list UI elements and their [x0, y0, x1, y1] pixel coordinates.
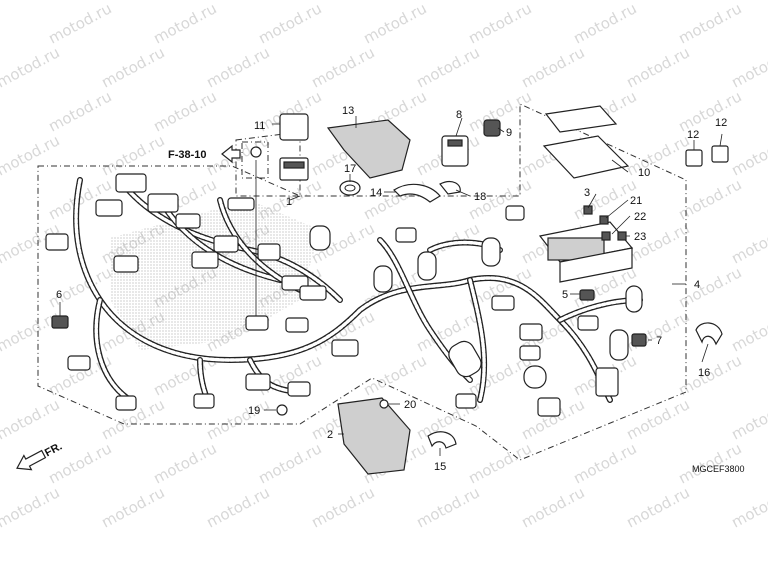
watermark-text: motod.ru	[623, 395, 692, 443]
leader-lines	[59, 116, 723, 456]
watermark-text: motod.ru	[98, 483, 167, 531]
callout-16: 16	[698, 367, 710, 379]
watermark-text: motod.ru	[0, 395, 63, 443]
watermark-text: motod.ru	[203, 483, 272, 531]
watermark-text: motod.ru	[413, 43, 482, 91]
callout-15: 15	[434, 461, 446, 473]
callout-9: 9	[506, 127, 512, 139]
watermark-text: motod.ru	[255, 0, 324, 48]
watermark-text: motod.ru	[465, 0, 534, 48]
watermark-text: motod.ru	[150, 439, 219, 487]
watermark-text: motod.ru	[360, 175, 429, 223]
watermark-text: motod.ru	[728, 131, 768, 179]
stipple-shading	[110, 200, 320, 350]
callout-12-left: 12	[687, 129, 699, 141]
watermark-text: motod.ru	[570, 0, 639, 48]
watermark-text: motod.ru	[255, 439, 324, 487]
callout-22: 22	[634, 211, 646, 223]
callout-10: 10	[638, 167, 650, 179]
page-reference: F-38-10	[168, 141, 269, 179]
callout-3: 3	[584, 187, 590, 199]
callout-18: 18	[474, 191, 486, 203]
watermark-text: motod.ru	[150, 87, 219, 135]
watermark-text: motod.ru	[675, 87, 744, 135]
watermark-text: motod.ru	[728, 395, 768, 443]
bottom-parts	[276, 397, 457, 475]
watermark-text: motod.ru	[623, 219, 692, 267]
page-reference-label: F-38-10	[168, 149, 207, 161]
watermark-text: motod.ru	[308, 43, 377, 91]
watermark-text: motod.ru	[728, 307, 768, 355]
side-parts	[51, 289, 647, 347]
watermark-text: motod.ru	[728, 483, 768, 531]
harness-connectors	[45, 173, 619, 417]
watermark-text: motod.ru	[0, 483, 63, 531]
watermark-text: motod.ru	[360, 351, 429, 399]
watermark-text: motod.ru	[150, 0, 219, 48]
callout-19: 19	[248, 405, 260, 417]
callout-13: 13	[342, 105, 354, 117]
clip-parts	[583, 205, 627, 241]
harness-assembly-frame	[37, 103, 687, 461]
watermark-text: motod.ru	[203, 43, 272, 91]
front-arrow-icon	[16, 449, 47, 471]
callout-5: 5	[562, 289, 568, 301]
watermark-text: motod.ru	[413, 483, 482, 531]
callout-1: 1	[286, 196, 292, 208]
sub-frame-left-top	[235, 131, 301, 197]
callout-4: 4	[694, 279, 700, 291]
watermark-text: motod.ru	[518, 43, 587, 91]
harness-cylinders	[309, 225, 643, 389]
callout-8: 8	[456, 109, 462, 121]
top-parts	[250, 113, 501, 203]
callout-12-right: 12	[715, 117, 727, 129]
callout-11: 11	[254, 120, 265, 132]
reference-arrow-icon	[221, 144, 241, 164]
callout-7: 7	[656, 335, 662, 347]
watermark-text: motod.ru	[518, 483, 587, 531]
callout-number-group: 1 2 3 4 5 6 7 8 9 10 11 12 12 13 14 15 1…	[56, 105, 727, 473]
watermark-text: motod.ru	[570, 439, 639, 487]
diagram-code: MGCEF3800	[692, 464, 745, 474]
watermark-text: motod.ru	[0, 307, 63, 355]
callout-2: 2	[327, 429, 333, 441]
band-clamp	[695, 322, 723, 346]
reference-bracket	[241, 141, 269, 179]
callout-14: 14	[370, 187, 382, 199]
callout-23: 23	[634, 231, 646, 243]
relay-pair	[685, 145, 729, 167]
watermark-text: motod.ru	[98, 131, 167, 179]
callout-20: 20	[404, 399, 416, 411]
watermark-text: motod.ru	[623, 483, 692, 531]
watermark-text: motod.ru	[45, 87, 114, 135]
callout-6: 6	[56, 289, 62, 301]
watermark-text: motod.ru	[465, 439, 534, 487]
watermark-text: motod.ru	[0, 131, 63, 179]
watermark-text: motod.ru	[360, 0, 429, 48]
front-label: FR.	[43, 440, 64, 459]
watermark-text: motod.ru	[45, 0, 114, 48]
watermark-text: motod.ru	[308, 483, 377, 531]
watermark-text: motod.ru	[98, 43, 167, 91]
watermark-text: motod.ru	[0, 43, 63, 91]
callout-21: 21	[630, 195, 642, 207]
watermark-text: motod.ru	[675, 0, 744, 48]
watermark-text: motod.ru	[623, 43, 692, 91]
watermark-text: motod.ru	[728, 43, 768, 91]
callout-17: 17	[344, 163, 356, 175]
watermark-text: motod.ru	[623, 307, 692, 355]
watermark-text: motod.ru	[623, 131, 692, 179]
watermark-text: motod.ru	[728, 219, 768, 267]
